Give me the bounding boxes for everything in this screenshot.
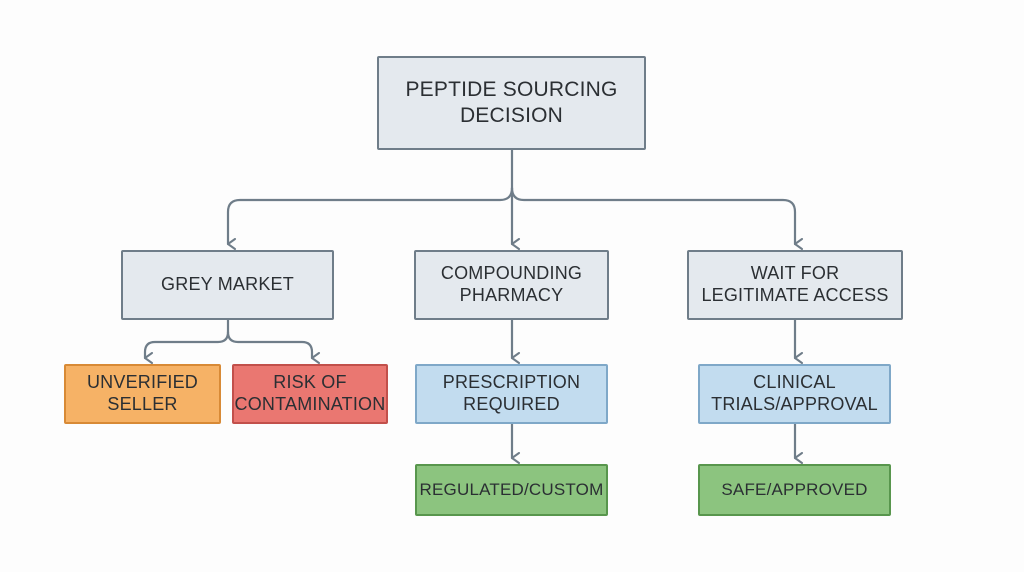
- node-clinical-trials-approval: CLINICAL TRIALS/APPROVAL: [698, 364, 891, 424]
- node-label-line: TRIALS/APPROVAL: [711, 394, 878, 414]
- node-label-line: DECISION: [459, 104, 564, 127]
- node-prescription-required: PRESCRIPTION REQUIRED: [415, 364, 608, 424]
- node-label-line: CLINICAL: [753, 372, 836, 393]
- node-label-line: REQUIRED: [463, 394, 560, 414]
- node-regulated-custom: REGULATED/CUSTOM: [415, 464, 608, 516]
- node-label-line: PEPTIDE SOURCING: [405, 78, 618, 102]
- connector-root-to-grey-market: [226, 186, 514, 250]
- node-label-line: SAFE/APPROVED: [721, 479, 868, 499]
- node-safe-approved: SAFE/APPROVED: [698, 464, 891, 516]
- node-unverified-seller: UNVERIFIED SELLER: [64, 364, 221, 424]
- node-label-line: WAIT FOR: [750, 263, 840, 284]
- node-label-line: CONTAMINATION: [234, 394, 386, 414]
- node-grey-market: GREY MARKET: [121, 250, 334, 320]
- node-wait-for-legitimate-access: WAIT FOR LEGITIMATE ACCESS: [687, 250, 903, 320]
- node-label-line: PHARMACY: [459, 285, 564, 305]
- node-compounding-pharmacy: COMPOUNDING PHARMACY: [414, 250, 609, 320]
- node-label-line: RISK OF: [273, 372, 347, 393]
- node-label-line: SELLER: [107, 394, 178, 414]
- node-label-line: PRESCRIPTION: [442, 372, 581, 393]
- connector-grey-to-unverified: [143, 330, 230, 364]
- node-label-line: UNVERIFIED: [86, 372, 198, 393]
- node-label-line: COMPOUNDING: [440, 263, 583, 284]
- node-label-line: LEGITIMATE ACCESS: [701, 285, 889, 305]
- node-label-line: GREY MARKET: [161, 274, 294, 295]
- node-risk-of-contamination: RISK OF CONTAMINATION: [232, 364, 388, 424]
- connector-grey-to-risk: [226, 330, 320, 364]
- node-label-line: REGULATED/CUSTOM: [419, 479, 604, 499]
- connector-root-to-wait: [510, 186, 803, 250]
- node-peptide-sourcing-decision: PEPTIDE SOURCING DECISION: [377, 56, 646, 150]
